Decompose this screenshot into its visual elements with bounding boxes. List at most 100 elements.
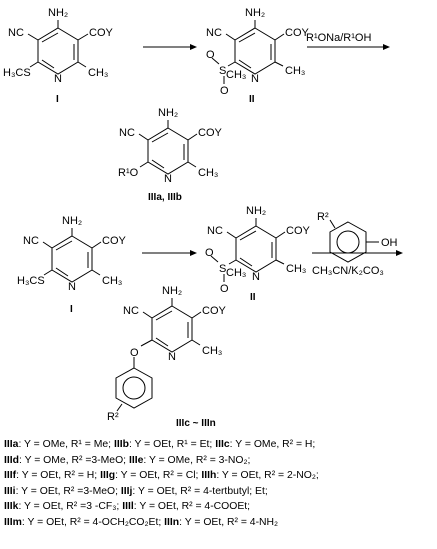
compound-label: IIIa, IIIb	[148, 192, 182, 203]
legend-row: IIIk: Y = OEt, R² =3 -CF₃; IIIl: Y = OEt…	[4, 499, 434, 515]
ring-nitrogen: N	[168, 351, 176, 363]
reagent-alkoxide: R¹ONa/R¹OH	[306, 32, 371, 44]
compound-iiic-iiin: NH₂ NC COY O CH₃ N R² IIIc ~ IIIn	[107, 285, 227, 429]
ester-group: COY	[89, 27, 114, 39]
r2-bond	[329, 219, 336, 229]
compound-id: IIId	[4, 454, 20, 466]
cyano-group: NC	[8, 27, 24, 39]
amino-group: NH₂	[162, 285, 182, 297]
compound-id: IIIj	[120, 485, 133, 497]
methyl-bond	[191, 339, 201, 346]
methyl-bond	[274, 61, 284, 67]
methyl-group: CH₃	[202, 345, 222, 357]
compound-id: IIIn	[164, 516, 180, 528]
sulfonyl-bond	[228, 259, 237, 265]
compound-label: I	[70, 304, 73, 315]
methyl-bond	[91, 269, 101, 276]
r2-bond	[116, 403, 123, 412]
oxygen-atom: O	[220, 283, 229, 295]
methyl-group: CH₃	[88, 67, 108, 79]
compound-legend: IIIa: Y = OMe, R¹ = Me; IIIb: Y = OEt, R…	[4, 437, 434, 530]
ether-oxygen: O	[130, 347, 139, 359]
oxygen-atom: O	[206, 49, 215, 61]
ester-group: COY	[102, 235, 127, 247]
legend-row: IIIi: Y = OEt, R² =3-MeO; IIIj: Y = OEt,…	[4, 484, 434, 500]
compound-id: IIIa	[4, 439, 19, 450]
benzene-ring-bonds	[115, 367, 153, 409]
so-bond-1	[211, 57, 220, 65]
arrow-head-icon	[383, 44, 390, 50]
carbonyl-bond	[191, 311, 202, 319]
cyano-group: NC	[207, 225, 223, 237]
sulfonyl-bond	[227, 61, 236, 67]
compound-definition: : Y = OEt, R² =3-MeO;	[15, 485, 121, 497]
methylthio-group: H₃CS	[17, 275, 45, 287]
carbonyl-bond	[275, 231, 286, 239]
compound-iiia-iiib: NH₂ NC COY R¹O CH₃ N IIIa, IIIb	[118, 107, 223, 203]
compound-definition: : Y = OMe, R² = 3-NO₂;	[143, 454, 251, 466]
sulfur-atom: S	[219, 263, 226, 275]
cyano-bond	[142, 311, 153, 319]
cyano-group: NC	[206, 27, 222, 39]
ester-group: COY	[202, 305, 227, 317]
reaction-scheme: NH₂ NC COY H₃CS CH₃ N I NH₂ NC COY S CH₃…	[3, 7, 403, 429]
legend-row: IIIm: Y = OEt, R² = 4-OCH₂CO₂Et; IIIn: Y…	[4, 515, 434, 531]
oxygen-atom: O	[220, 85, 229, 97]
compound-id: IIIm	[4, 516, 22, 528]
carbonyl-bond	[77, 33, 89, 41]
ring-nitrogen: N	[251, 73, 259, 85]
cyano-bond	[226, 231, 237, 239]
compound-id: IIIk	[4, 501, 19, 512]
methyl-group: CH₃	[285, 65, 305, 77]
ester-group: COY	[198, 127, 223, 139]
so-bond-1	[210, 255, 219, 263]
compound-definition: : Y = OEt, R² = Cl;	[115, 470, 202, 481]
compound-id: IIIg	[100, 470, 116, 481]
arrow-head-icon	[190, 250, 197, 256]
compound-id: IIIe	[128, 454, 144, 466]
methylthio-group: H₃CS	[3, 67, 31, 79]
compound-definition: : Y = OEt, R² =3 -CF₃;	[18, 501, 123, 512]
arrow-head-icon	[190, 44, 197, 50]
methyl-bond	[187, 161, 197, 168]
compound-i-top: NH₂ NC COY H₃CS CH₃ N I	[3, 7, 114, 105]
cyano-group: NC	[23, 235, 39, 247]
ester-group: COY	[285, 27, 310, 39]
compound-id: IIIc	[215, 439, 230, 450]
carbonyl-bond	[187, 133, 198, 141]
compound-definition: : Y = OEt, R¹ = Et;	[128, 439, 216, 450]
hydroxyl-group: OH	[381, 237, 398, 249]
compound-id: IIIh	[201, 470, 217, 481]
methyl-bond	[77, 61, 87, 68]
compound-definition: : Y = OMe, R² = H;	[229, 439, 316, 450]
amino-group: NH₂	[48, 7, 68, 19]
pyridine-ring-bonds	[37, 27, 79, 75]
thioether-bond	[29, 61, 39, 68]
r2-substituent: R²	[107, 411, 119, 423]
compound-label: IIIc ~ IIIn	[176, 418, 216, 429]
compound-id: IIIf	[4, 470, 17, 481]
amino-group: NH₂	[62, 215, 82, 227]
sulfonyl-methyl: CH₃	[226, 267, 246, 279]
sulfur-atom: S	[219, 65, 226, 77]
ether-bond	[140, 339, 153, 347]
carbonyl-bond	[274, 33, 285, 41]
methyl-bond	[275, 259, 285, 265]
cyano-bond	[42, 241, 53, 249]
aromatic-circle	[122, 376, 146, 400]
amino-group: NH₂	[158, 107, 178, 119]
alkoxy-group: R¹O	[118, 167, 139, 179]
compound-definition: : Y = OEt, R² = 4-OCH₂CO₂Et;	[21, 516, 165, 528]
compound-label: II	[250, 292, 256, 303]
amino-group: NH₂	[245, 7, 265, 19]
ring-nitrogen: N	[252, 271, 260, 283]
aromatic-circle	[336, 230, 360, 254]
legend-row: IIId: Y = OMe, R² =3-MeO; IIIe: Y = OMe,…	[4, 453, 434, 469]
sulfonyl-methyl: CH₃	[226, 69, 246, 81]
compound-ii-top: NH₂ NC COY S CH₃ O O CH₃ N II	[206, 7, 310, 105]
compound-definition: : Y = OEt, R² = 4-tertbutyl; Et;	[132, 485, 268, 497]
cyano-group: NC	[123, 305, 139, 317]
ester-group: COY	[286, 225, 311, 237]
phenol-reagent: R² OH	[317, 211, 398, 263]
pyridine-ring-bonds	[51, 235, 93, 283]
